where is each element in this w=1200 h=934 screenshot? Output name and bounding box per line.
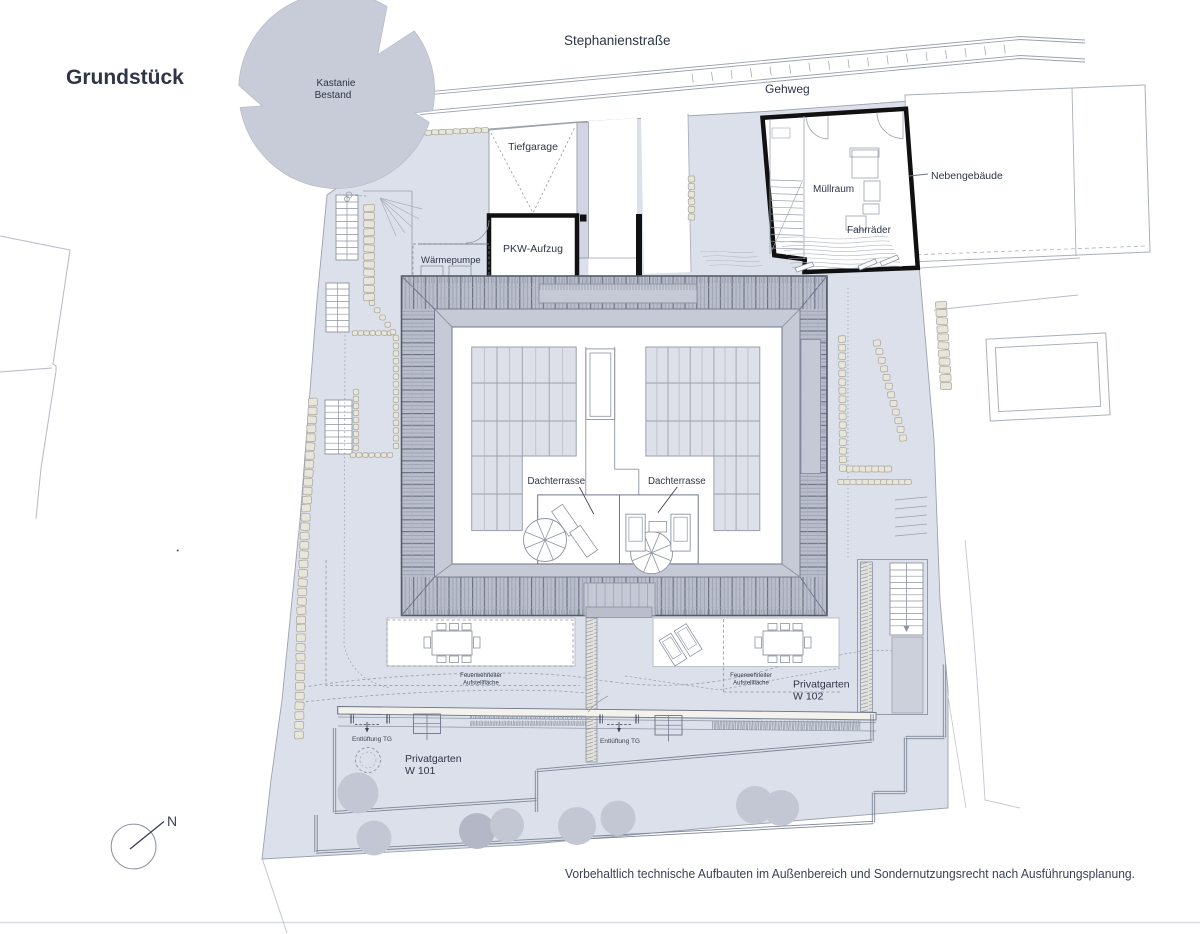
svg-text:Bestand: Bestand <box>315 90 352 101</box>
svg-text:Kastanie: Kastanie <box>317 78 356 89</box>
svg-text:Stephanienstraße: Stephanienstraße <box>564 33 671 48</box>
svg-text:Müllraum: Müllraum <box>813 184 854 195</box>
svg-text:Grundstück: Grundstück <box>66 66 184 89</box>
svg-text:Vorbehaltlich technische Aufba: Vorbehaltlich technische Aufbauten im Au… <box>565 866 1135 881</box>
svg-text:Fahrräder: Fahrräder <box>847 225 892 236</box>
svg-text:Privatgarten: Privatgarten <box>793 679 850 691</box>
svg-text:N: N <box>167 813 177 829</box>
svg-text:Feuerwehrleiter: Feuerwehrleiter <box>730 673 772 679</box>
svg-text:Nebengebäude: Nebengebäude <box>931 170 1003 182</box>
svg-text:Wärmepumpe: Wärmepumpe <box>421 255 481 266</box>
svg-text:Privatgarten: Privatgarten <box>405 753 462 765</box>
svg-text:Entlüftung TG: Entlüftung TG <box>600 738 640 745</box>
svg-text:Gehweg: Gehweg <box>765 82 810 96</box>
svg-text:Aufstellfläche: Aufstellfläche <box>463 681 499 687</box>
svg-text:Aufstellfläche: Aufstellfläche <box>733 681 769 687</box>
svg-text:Tiefgarage: Tiefgarage <box>508 141 558 153</box>
svg-text:Feuerwehrleiter: Feuerwehrleiter <box>460 673 502 679</box>
svg-text:Entlüftung TG: Entlüftung TG <box>352 736 392 743</box>
svg-text:Dachterrasse: Dachterrasse <box>528 476 586 487</box>
svg-text:W 101: W 101 <box>405 765 436 777</box>
svg-text:PKW-Aufzug: PKW-Aufzug <box>503 243 563 255</box>
svg-text:W 102: W 102 <box>793 691 824 703</box>
svg-text:Dachterrasse: Dachterrasse <box>648 476 706 487</box>
